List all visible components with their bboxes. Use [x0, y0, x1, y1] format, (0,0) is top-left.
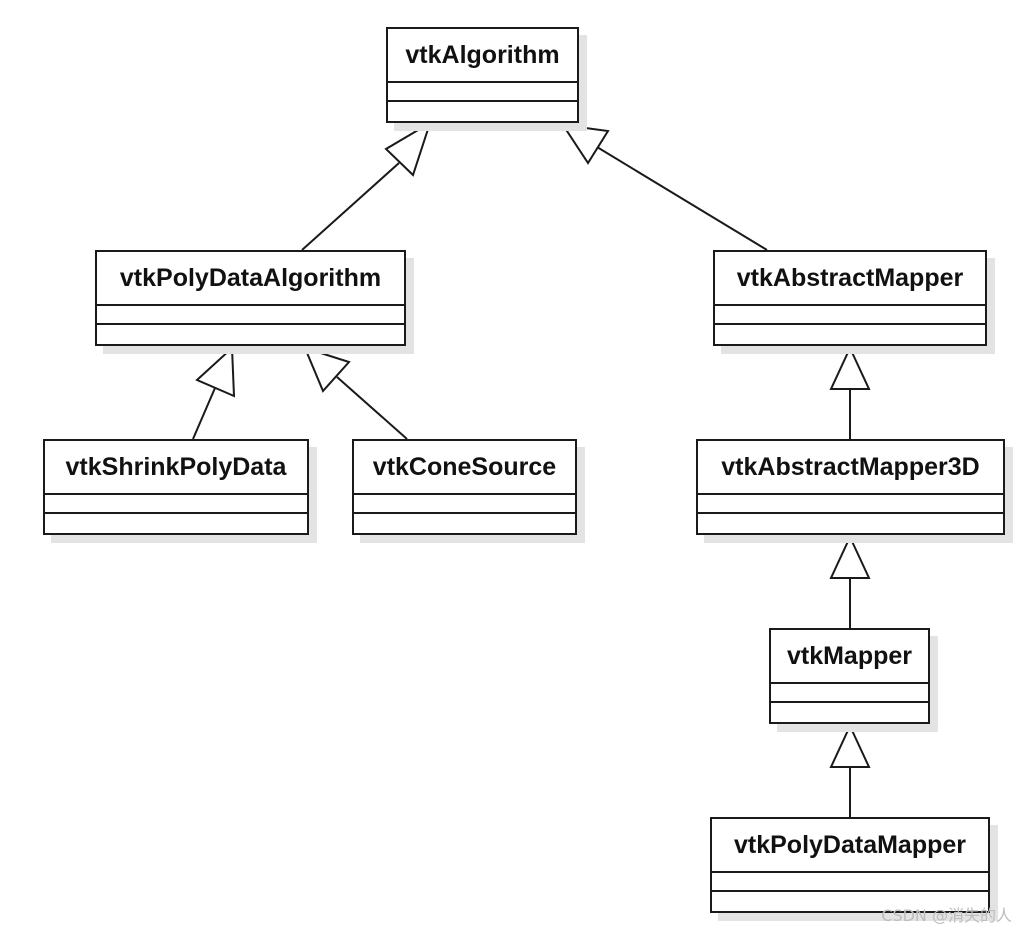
inheritance-arrowhead: [829, 345, 871, 390]
class-operations-compartment: [45, 514, 307, 533]
class-name: vtkMapper: [771, 630, 928, 684]
class-vtkpolydatamapper: vtkPolyDataMapper: [710, 817, 990, 913]
class-name: vtkPolyDataMapper: [712, 819, 988, 873]
class-attributes-compartment: [97, 306, 404, 325]
class-attributes-compartment: [388, 83, 577, 102]
class-operations-compartment: [715, 325, 985, 344]
class-attributes-compartment: [698, 495, 1003, 514]
class-attributes-compartment: [712, 873, 988, 892]
class-operations-compartment: [388, 102, 577, 121]
inheritance-arrowhead: [829, 723, 871, 768]
class-operations-compartment: [771, 703, 928, 722]
edge-polydatamapper-to-mapper: [829, 723, 871, 817]
edge-shrinkpolydata-to-polydataalgorithm: [192, 345, 236, 440]
class-vtkconesource: vtkConeSource: [352, 439, 577, 535]
inheritance-arrowhead: [560, 123, 610, 165]
class-attributes-compartment: [771, 684, 928, 703]
class-vtkabstractmapper: vtkAbstractMapper: [713, 250, 987, 346]
class-name: vtkShrinkPolyData: [45, 441, 307, 495]
class-vtkshrinkpolydata: vtkShrinkPolyData: [43, 439, 309, 535]
edge-mapper-to-abstractmapper3d: [829, 534, 871, 628]
class-vtkpolydataalgorithm: vtkPolyDataAlgorithm: [95, 250, 406, 346]
inheritance-arrowhead: [384, 120, 432, 177]
class-attributes-compartment: [354, 495, 575, 514]
edge-polydataalgorithm-to-algorithm: [301, 120, 432, 251]
class-vtkabstractmapper3d: vtkAbstractMapper3D: [696, 439, 1005, 535]
inheritance-arrowhead: [195, 345, 236, 398]
class-name: vtkAbstractMapper: [715, 252, 985, 306]
class-operations-compartment: [97, 325, 404, 344]
class-operations-compartment: [698, 514, 1003, 533]
class-name: vtkAbstractMapper3D: [698, 441, 1003, 495]
edge-abstractmapper-to-algorithm: [560, 123, 768, 251]
edge-abstractmapper3d-to-abstractmapper: [829, 345, 871, 439]
class-name: vtkConeSource: [354, 441, 575, 495]
watermark: CSDN @消失的人: [881, 906, 1012, 925]
class-name: vtkPolyDataAlgorithm: [97, 252, 404, 306]
class-operations-compartment: [354, 514, 575, 533]
class-vtkmapper: vtkMapper: [769, 628, 930, 724]
inheritance-arrowhead: [829, 534, 871, 579]
class-attributes-compartment: [45, 495, 307, 514]
inheritance-arrowhead: [303, 346, 351, 393]
class-vtkalgorithm: vtkAlgorithm: [386, 27, 579, 123]
edge-conesource-to-polydataalgorithm: [303, 346, 408, 440]
class-attributes-compartment: [715, 306, 985, 325]
class-name: vtkAlgorithm: [388, 29, 577, 83]
